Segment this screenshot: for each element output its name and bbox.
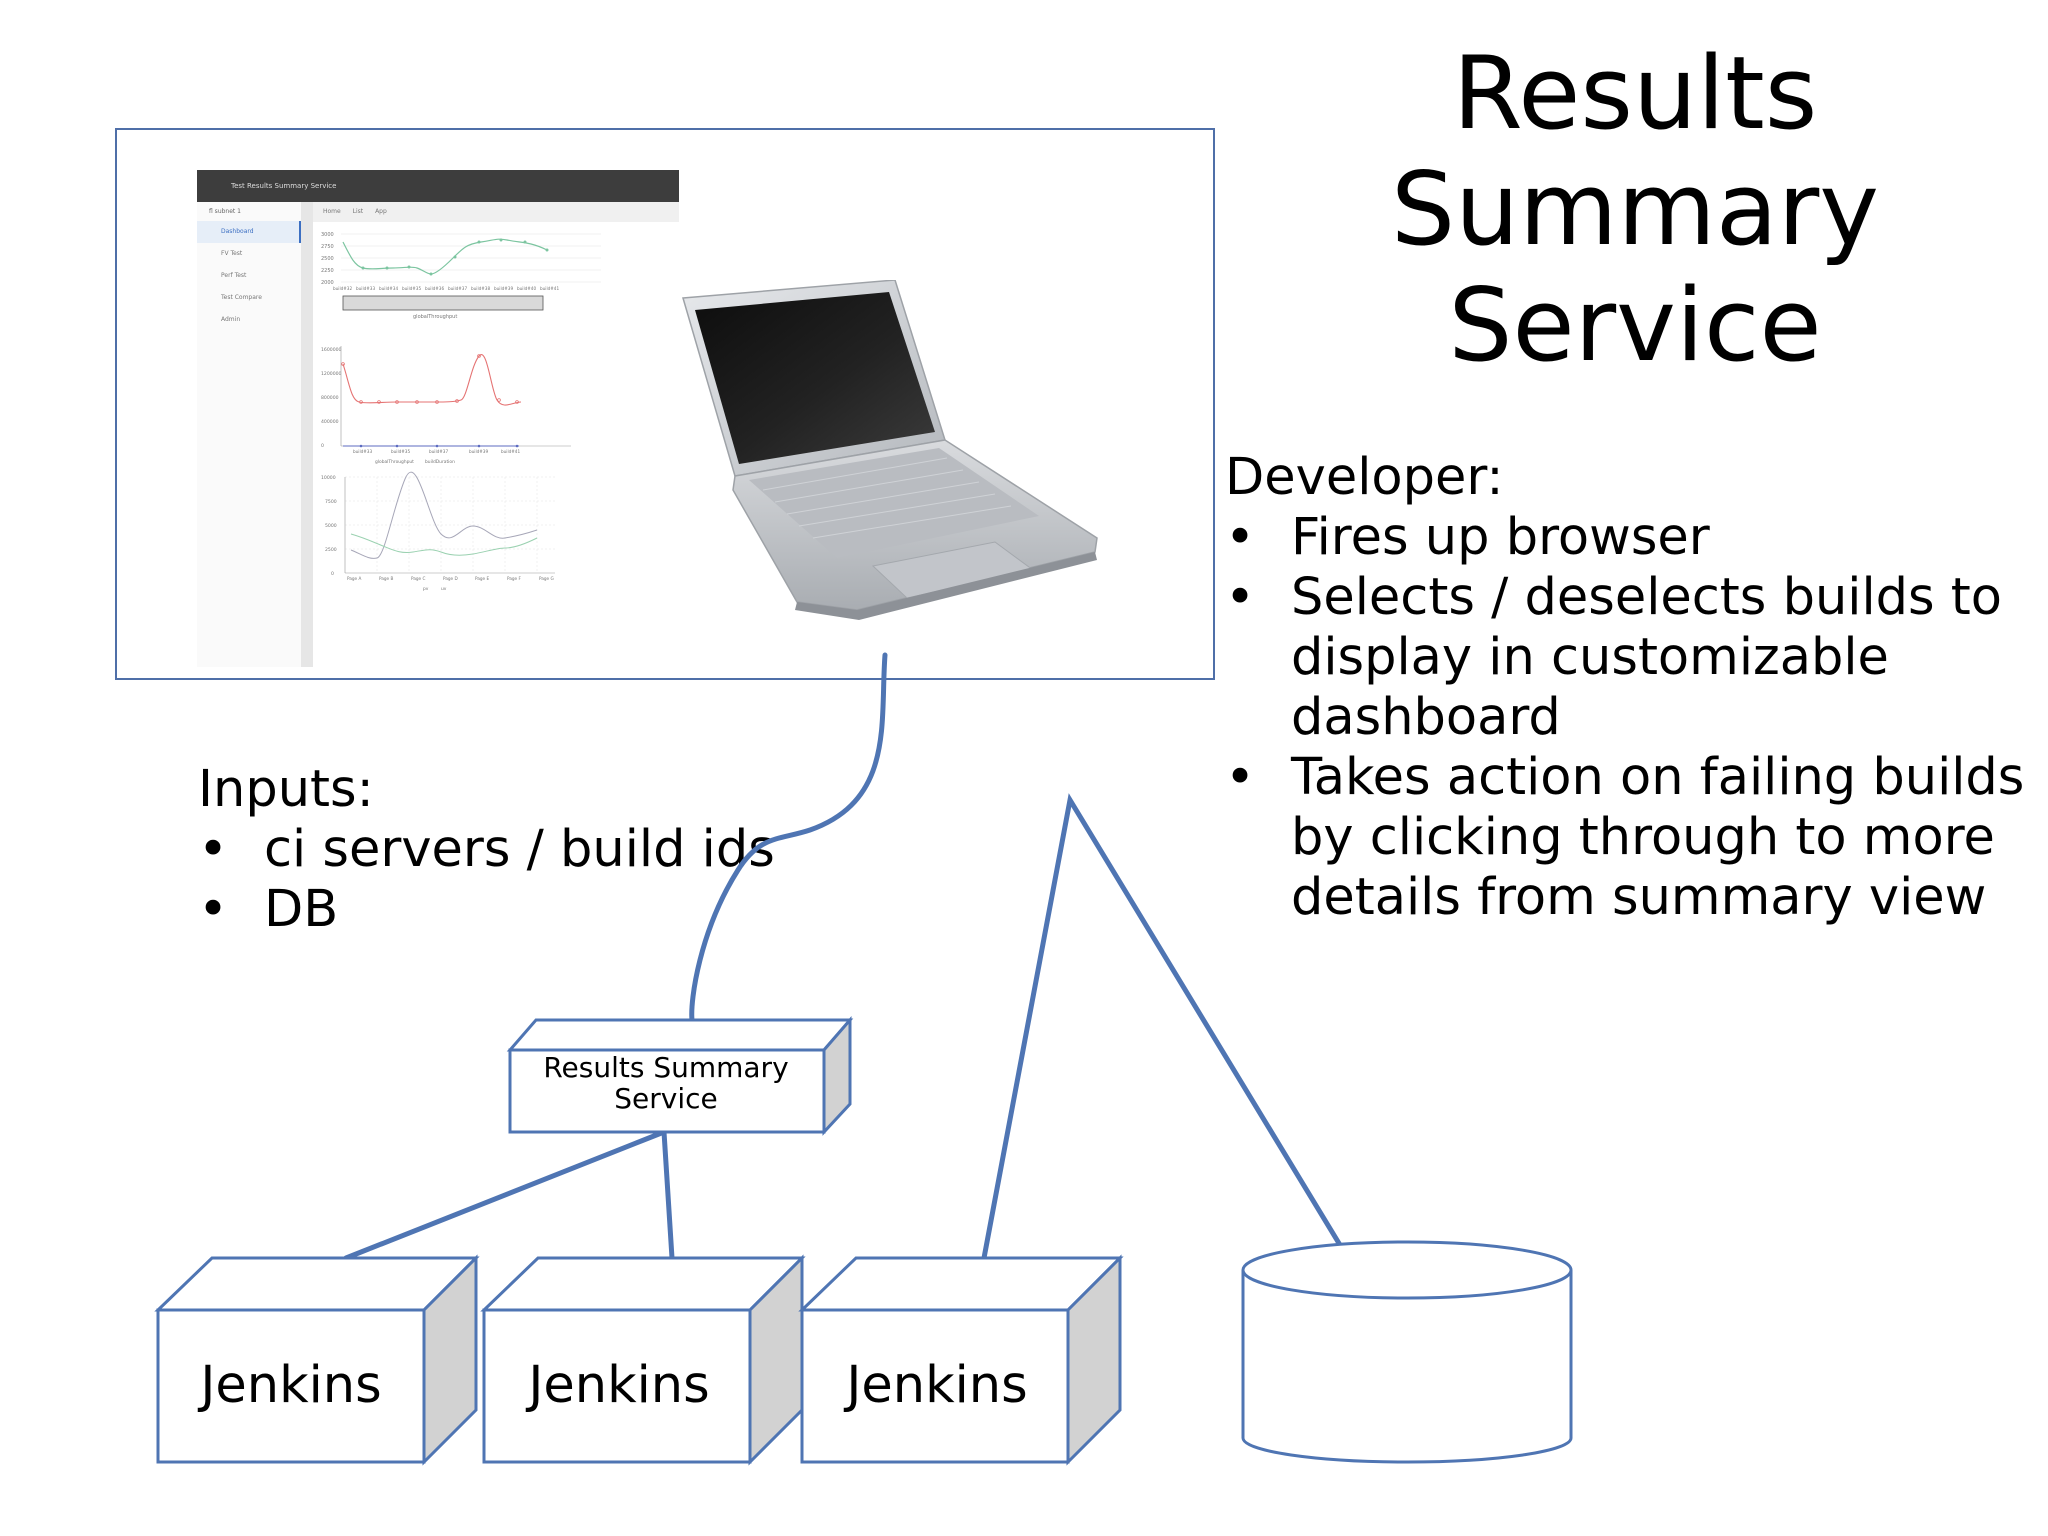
slide-title-line1: Results Summary	[1390, 34, 1880, 268]
dashboard-screenshot: Test Results Summary Service fl subnet 1…	[115, 128, 1215, 680]
connector-service-to-jenkins-2	[661, 1129, 675, 1261]
chart2-legend: buildDuration	[425, 459, 455, 465]
chart2-y-tick: 0	[321, 443, 324, 449]
tab-home[interactable]: Home	[323, 208, 341, 215]
chart1-x-tick: build#41	[540, 286, 559, 291]
connector-jenkins-to-database	[981, 793, 1343, 1261]
chart1-y-tick: 2500	[321, 256, 334, 262]
connector-laptop-to-service	[689, 652, 888, 1023]
chart3-x-tick: Page A	[347, 576, 361, 581]
chart2-x-tick: build#35	[391, 449, 410, 454]
chart3-x-tick: Page D	[443, 576, 458, 581]
developer-item: Selects / deselects builds to display in…	[1225, 568, 2025, 748]
inputs-notes: Inputs: ci servers / build ids DB	[198, 760, 838, 940]
chart3-y-tick: 7500	[325, 499, 337, 505]
chart1-x-tick: build#35	[402, 286, 421, 291]
page-chart: 10000 7500 5000 2500 0	[321, 471, 555, 592]
jenkins-label-3: Jenkins	[846, 1356, 1028, 1415]
brush-range[interactable]	[342, 295, 544, 311]
chart3-legend: uv	[441, 587, 447, 592]
chart3-x-tick: Page B	[379, 576, 393, 581]
chart2-y-tick: 1600000	[321, 347, 342, 353]
chart1-x-tick: build#37	[448, 286, 467, 291]
developer-item: Fires up browser	[1225, 508, 2025, 568]
chart2-y-tick: 400000	[321, 419, 339, 425]
chart1-x-tick: build#36	[425, 286, 444, 291]
jenkins-box-3	[798, 1254, 1124, 1466]
dashboard-app: Test Results Summary Service fl subnet 1…	[197, 170, 679, 667]
inputs-heading: Inputs:	[198, 760, 374, 819]
chart1-y-tick: 3000	[321, 232, 334, 238]
chart1-x-tick: build#33	[356, 286, 375, 291]
chart3-y-tick: 5000	[325, 523, 337, 529]
chart2-x-tick: build#33	[353, 449, 372, 454]
chart1-y-tick: 2250	[321, 268, 334, 274]
chart2-x-tick: build#39	[469, 449, 488, 454]
chart2-y-tick: 800000	[321, 395, 339, 401]
developer-item: Takes action on failing builds by clicki…	[1225, 748, 2025, 928]
inputs-item: DB	[198, 880, 838, 940]
chart1-legend: globalThroughput	[413, 314, 457, 320]
inputs-list: ci servers / build ids DB	[198, 820, 838, 940]
chart3-x-tick: Page C	[411, 576, 425, 581]
nav-item-admin[interactable]: Admin	[221, 316, 241, 323]
nav-item-perf-test[interactable]: Perf Test	[221, 272, 247, 279]
chart1-x-tick: build#39	[494, 286, 513, 291]
tab-list[interactable]: List	[352, 208, 364, 215]
chart2-x-tick: build#37	[429, 449, 448, 454]
connector-service-to-jenkins-1	[343, 1129, 667, 1261]
chart3-y-tick: 10000	[321, 475, 336, 481]
chart1-x-tick: build#40	[517, 286, 536, 291]
chart3-y-tick: 2500	[325, 547, 337, 553]
app-nav: Dashboard FV Test Perf Test Test Compare…	[197, 221, 301, 331]
laptop-image	[682, 280, 1098, 620]
slide-title: Results Summary Service	[1205, 35, 2048, 383]
chart1-y-tick: 2000	[321, 280, 334, 286]
jenkins-label-1: Jenkins	[200, 1356, 382, 1415]
app-user[interactable]: fl subnet 1	[209, 208, 241, 215]
jenkins-box-1	[154, 1254, 480, 1466]
service-box-label: Results Summary Service	[516, 1052, 816, 1114]
nav-item-fv-test[interactable]: FV Test	[221, 250, 243, 257]
chart3-x-tick: Page F	[507, 576, 521, 581]
chart1-x-tick: build#32	[333, 286, 352, 291]
service-box	[506, 1015, 854, 1136]
chart2-legend: globalThroughput	[375, 459, 414, 465]
slide-title-line2: Service	[1448, 266, 1822, 384]
app-sidebar: fl subnet 1 Dashboard FV Test Perf Test …	[197, 202, 313, 667]
inputs-item: ci servers / build ids	[198, 820, 838, 880]
service-box-label-line2: Service	[614, 1082, 718, 1115]
chart3-x-tick: Page E	[475, 576, 489, 581]
chart1-y-tick: 2750	[321, 244, 334, 250]
app-tabs: Home List App	[313, 202, 679, 222]
chart3-y-tick: 0	[331, 571, 334, 577]
tab-app[interactable]: App	[375, 208, 387, 215]
chart1-x-tick: build#38	[471, 286, 490, 291]
chart3-legend: pv	[423, 587, 429, 592]
chart2-x-tick: build#41	[501, 449, 520, 454]
service-box-label-line1: Results Summary	[543, 1051, 789, 1084]
developer-notes: Developer: Fires up browser Selects / de…	[1225, 448, 2025, 928]
duration-chart: 1600000 1200000 800000 400000 0	[321, 346, 571, 465]
nav-item-dashboard[interactable]: Dashboard	[197, 221, 301, 243]
jenkins-box-2	[480, 1254, 806, 1466]
throughput-chart: 3000 2750 2500 2250 2000	[321, 232, 601, 320]
developer-list: Fires up browser Selects / deselects bui…	[1225, 508, 2025, 928]
jenkins-label-2: Jenkins	[528, 1356, 710, 1415]
chart3-x-tick: Page G	[539, 576, 554, 581]
app-header: Test Results Summary Service	[197, 170, 679, 202]
chart1-x-tick: build#34	[379, 286, 398, 291]
nav-item-test-compare[interactable]: Test Compare	[221, 294, 262, 301]
database-cylinder	[1241, 1240, 1573, 1464]
developer-heading: Developer:	[1225, 448, 1504, 507]
chart2-y-tick: 1200000	[321, 371, 342, 377]
